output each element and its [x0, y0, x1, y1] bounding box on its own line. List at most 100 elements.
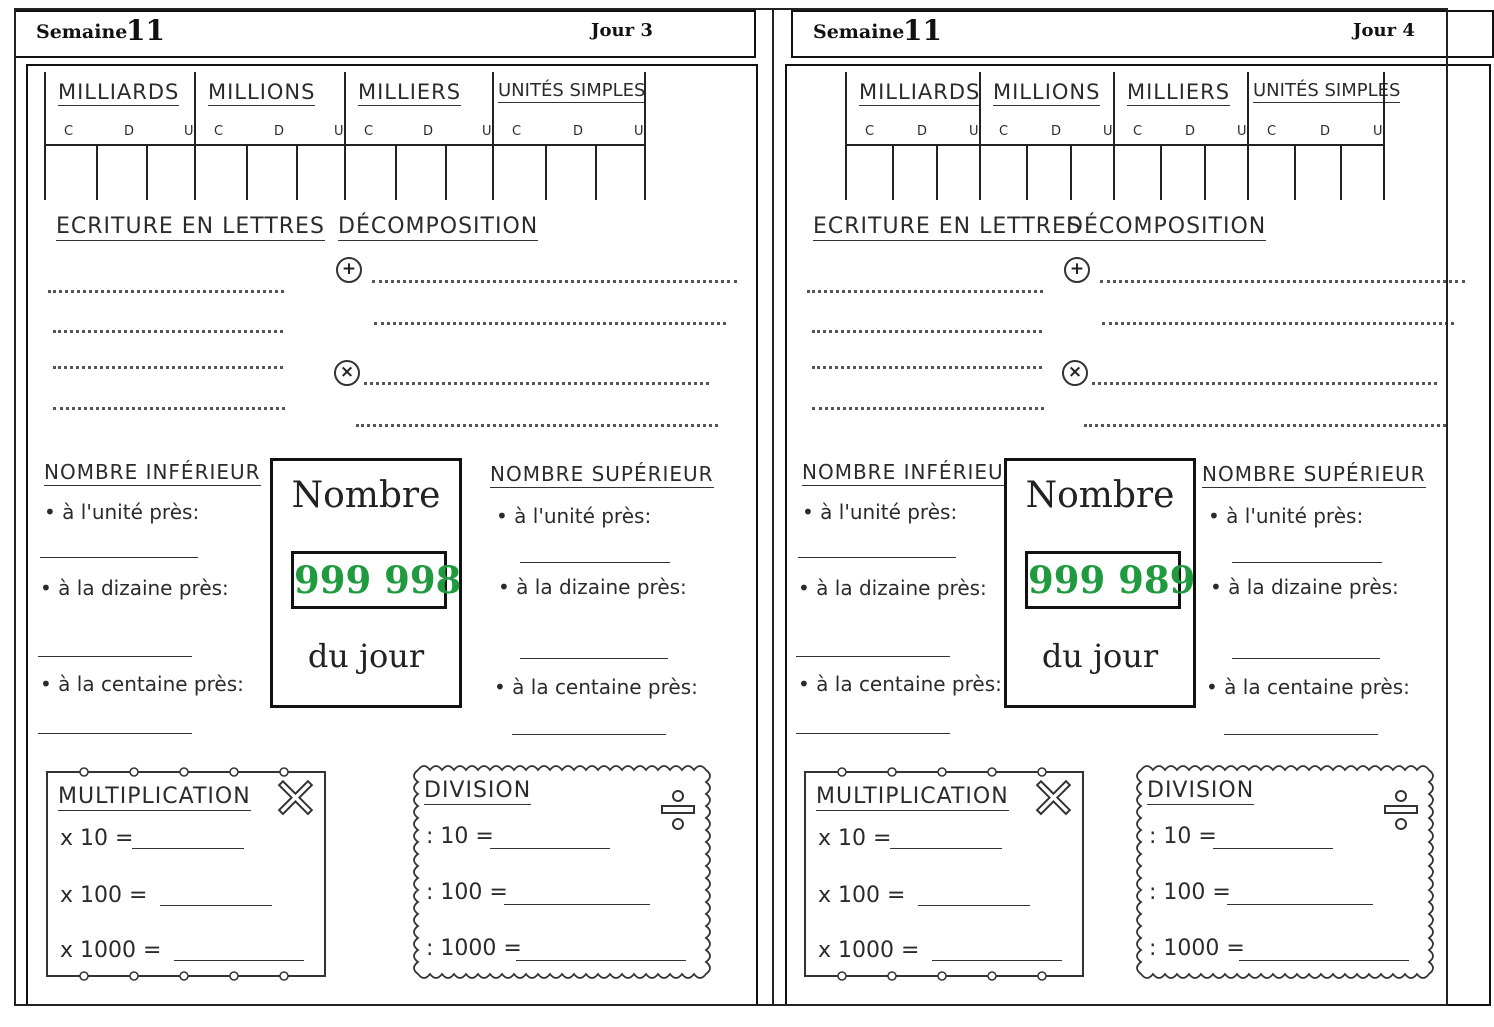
- upper-unit-label: • à l'unité près:: [496, 504, 652, 528]
- mult-1000-label: x 1000 =: [818, 938, 920, 963]
- place-column-divider: [246, 144, 248, 200]
- dotted-line: [53, 330, 283, 333]
- multiply-icon: ✕: [272, 767, 319, 832]
- answer-line: [796, 656, 950, 657]
- answer-line: [38, 733, 192, 734]
- number-of-the-day-box: Nombre 999 998 du jour: [270, 458, 462, 708]
- frame-bead: [279, 971, 289, 981]
- dotted-line: [812, 330, 1042, 333]
- frame-bead: [129, 971, 139, 981]
- mult-1000-label: x 1000 =: [60, 938, 162, 963]
- mult-answer-line: [174, 960, 304, 961]
- multiplication-frame: ✕: [46, 766, 326, 981]
- dotted-line: [807, 290, 1043, 293]
- writing-in-letters-title: ECRITURE EN LETTRES: [56, 214, 325, 241]
- div-10-label: : 10 =: [1149, 824, 1217, 849]
- place-sub-label: C: [1133, 124, 1143, 139]
- lower-hundred-label: • à la centaine près:: [798, 672, 1002, 696]
- frame-bead: [279, 767, 289, 777]
- multiplication-box: ✕ MULTIPLICATION x 10 = x 100 = x 1000 =: [802, 766, 1090, 982]
- place-group-name: UNITÉS SIMPLES: [1253, 80, 1401, 103]
- place-column-divider: [296, 144, 298, 200]
- mult-answer-line: [890, 848, 1002, 849]
- dotted-line: [53, 407, 285, 410]
- place-sub-label: U: [1237, 124, 1247, 139]
- place-sub-label: C: [999, 124, 1009, 139]
- dotted-line: [1100, 280, 1465, 283]
- dotted-line: [1084, 424, 1446, 427]
- answer-line: [38, 656, 192, 657]
- multiply-icon: ✕: [1030, 767, 1077, 832]
- place-column-divider: [1025, 144, 1028, 200]
- frame-bead: [1037, 767, 1047, 777]
- dotted-line: [364, 382, 709, 385]
- week-label: Semaine: [813, 21, 905, 43]
- lower-unit-label: • à l'unité près:: [44, 500, 200, 524]
- place-column-divider: [595, 144, 598, 200]
- place-sub-label: C: [1267, 124, 1277, 139]
- upper-number-title: NOMBRE SUPÉRIEUR: [1202, 462, 1426, 488]
- upper-hundred-label: • à la centaine près:: [1206, 675, 1410, 699]
- place-column-divider: [444, 144, 447, 200]
- place-column-divider: [544, 144, 547, 200]
- lower-number-title: NOMBRE INFÉRIEUR: [802, 460, 1019, 486]
- place-table-rule: [44, 144, 644, 146]
- place-sub-label: D: [1051, 124, 1062, 139]
- place-sub-label: C: [64, 124, 74, 139]
- place-sub-label: C: [865, 124, 875, 139]
- mult-answer-line: [132, 848, 244, 849]
- frame-bead: [937, 971, 947, 981]
- div-answer-line: [516, 960, 686, 961]
- place-sub-label: U: [1373, 124, 1383, 139]
- frame-bead: [887, 971, 897, 981]
- week-number: 11: [903, 14, 942, 47]
- frame-bead: [129, 767, 139, 777]
- decomposition-title: DÉCOMPOSITION: [338, 214, 539, 241]
- day-label: Jour 3: [591, 20, 653, 41]
- week-label: Semaine: [36, 21, 128, 43]
- lower-ten-label: • à la dizaine près:: [798, 576, 987, 600]
- writing-in-letters-title: ECRITURE EN LETTRES: [813, 214, 1082, 241]
- number-of-the-day-box: Nombre 999 989 du jour: [1004, 458, 1196, 708]
- answer-line: [1224, 734, 1378, 735]
- mult-100-label: x 100 =: [60, 883, 148, 908]
- place-group-name: MILLIERS: [358, 80, 462, 106]
- place-column-divider: [1070, 144, 1073, 200]
- frame-bead: [79, 767, 89, 777]
- frame-bead: [179, 767, 189, 777]
- frame-bead: [229, 971, 239, 981]
- div-answer-line: [504, 904, 650, 905]
- wavy-border: [1136, 765, 1434, 979]
- place-group-name: MILLIONS: [208, 80, 316, 106]
- mult-100-label: x 100 =: [818, 883, 906, 908]
- lower-unit-label: • à l'unité près:: [802, 500, 958, 524]
- place-sub-label: U: [969, 124, 979, 139]
- place-column-divider: [1339, 144, 1342, 200]
- page-header: Semaine 11 Jour 4: [791, 10, 1494, 58]
- answer-line: [512, 734, 666, 735]
- frame-bead: [837, 971, 847, 981]
- place-column-divider: [96, 144, 98, 200]
- place-column-divider: [891, 144, 894, 200]
- div-100-label: : 100 =: [1149, 880, 1231, 905]
- answer-line: [40, 557, 198, 558]
- dotted-line: [356, 424, 718, 427]
- dotted-line: [1102, 322, 1454, 325]
- div-answer-line: [1239, 960, 1409, 961]
- answer-line: [520, 562, 670, 563]
- division-title: DIVISION: [1147, 778, 1255, 805]
- page-header: Semaine 11 Jour 3: [14, 10, 756, 58]
- place-table-end: [1383, 72, 1385, 200]
- lower-number-title: NOMBRE INFÉRIEUR: [44, 460, 261, 486]
- place-sub-label: D: [1185, 124, 1196, 139]
- wavy-border: [413, 765, 711, 979]
- du-jour-label: du jour: [307, 637, 425, 675]
- place-group-name: MILLIARDS: [859, 80, 981, 106]
- dotted-line: [812, 407, 1044, 410]
